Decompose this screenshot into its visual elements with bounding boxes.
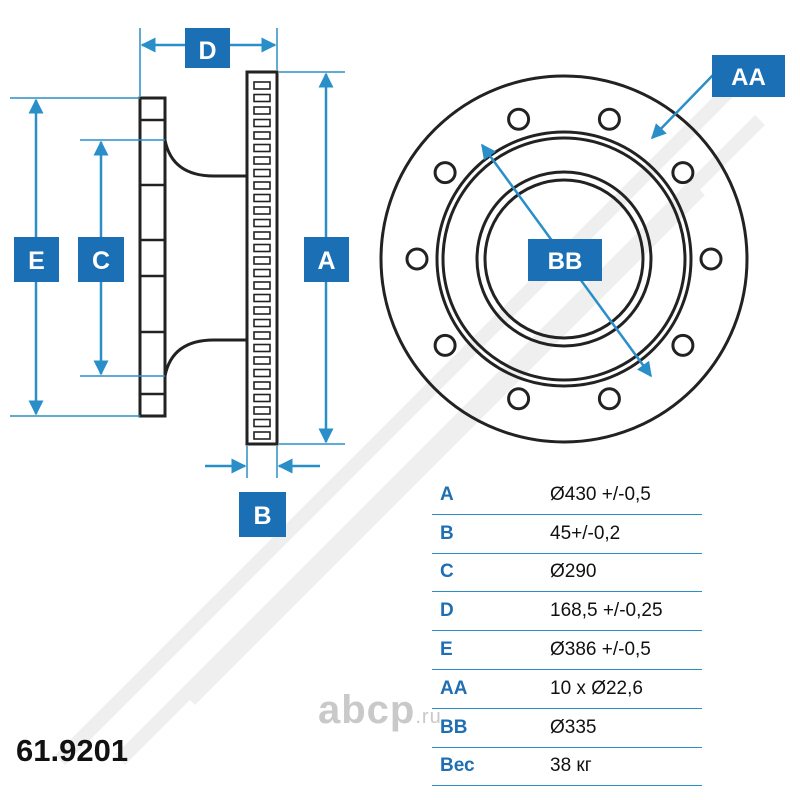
vent-slot <box>253 118 271 128</box>
vent-slot <box>253 381 271 390</box>
vent-slot <box>253 406 271 415</box>
vent-slot <box>253 168 271 178</box>
vent-slot <box>253 356 271 365</box>
bolt-holes <box>405 107 723 411</box>
extension-lines <box>10 28 345 478</box>
bolt-hole <box>433 161 457 185</box>
vent-slot <box>253 131 271 140</box>
svg-text:A: A <box>317 247 335 275</box>
spec-key: C <box>432 553 550 593</box>
spec-value: 38 кг <box>550 747 702 787</box>
vent-slot <box>253 231 271 240</box>
spec-value: 168,5 +/-0,25 <box>550 591 702 632</box>
spec-key: Вес <box>432 747 550 787</box>
label-aa: AA <box>712 55 785 97</box>
label-b: B <box>239 492 286 537</box>
label-e: E <box>14 237 59 282</box>
vent-slot <box>253 293 271 303</box>
vent-slot <box>253 318 271 328</box>
vent-slot <box>253 418 271 428</box>
svg-text:B: B <box>253 502 271 530</box>
vent-slot <box>253 256 271 265</box>
vent-slot <box>253 331 271 340</box>
label-d: D <box>185 28 230 68</box>
vent-slot <box>253 193 271 203</box>
vent-slot <box>253 106 271 115</box>
bolt-hole <box>507 107 531 131</box>
vent-slot <box>253 368 271 378</box>
spec-key: A <box>432 476 550 515</box>
spec-value: Ø335 <box>550 708 702 748</box>
label-bb: BB <box>528 239 602 281</box>
bolt-hole <box>433 333 457 357</box>
flange-notches <box>140 118 165 396</box>
vent-slot <box>253 281 271 290</box>
vent-slot <box>253 143 271 153</box>
vent-slot <box>253 181 271 190</box>
vent-slot <box>253 218 271 228</box>
bolt-hole <box>699 247 723 271</box>
bolt-hole <box>671 161 695 185</box>
vent-slot <box>253 393 271 403</box>
spec-value: Ø386 +/-0,5 <box>550 630 702 670</box>
spec-key: AA <box>432 669 550 709</box>
svg-text:AA: AA <box>731 64 766 91</box>
spec-key: B <box>432 514 550 554</box>
vent-slot <box>253 268 271 278</box>
svg-text:C: C <box>92 247 110 275</box>
vent-slot <box>253 156 271 165</box>
abcp-watermark: abcp.ru <box>318 688 442 732</box>
bolt-hole <box>507 387 531 411</box>
vent-slot <box>253 343 271 353</box>
aa-leader-line <box>650 74 714 140</box>
label-c: C <box>78 237 124 282</box>
svg-text:BB: BB <box>548 248 583 275</box>
bolt-hole <box>405 247 429 271</box>
part-number: 61.9201 <box>16 733 129 768</box>
ventilation-channels <box>253 81 271 440</box>
vent-slot <box>253 243 271 253</box>
spec-key: E <box>432 630 550 670</box>
vent-slot <box>253 81 271 90</box>
svg-text:E: E <box>28 247 45 275</box>
vent-slot <box>253 206 271 215</box>
spec-key: D <box>432 591 550 632</box>
bolt-hole <box>671 333 695 357</box>
spec-key: BB <box>432 708 550 748</box>
vent-slot <box>253 93 271 103</box>
vent-slot <box>253 306 271 315</box>
svg-text:D: D <box>198 37 216 65</box>
vent-slot <box>253 431 271 440</box>
spec-value: 45+/-0,2 <box>550 514 702 554</box>
spec-value: Ø430 +/-0,5 <box>550 476 702 515</box>
bolt-hole <box>597 387 621 411</box>
label-a: A <box>304 237 349 282</box>
bolt-hole <box>597 107 621 131</box>
spec-value: 10 x Ø22,6 <box>550 669 702 709</box>
spec-value: Ø290 <box>550 553 702 593</box>
